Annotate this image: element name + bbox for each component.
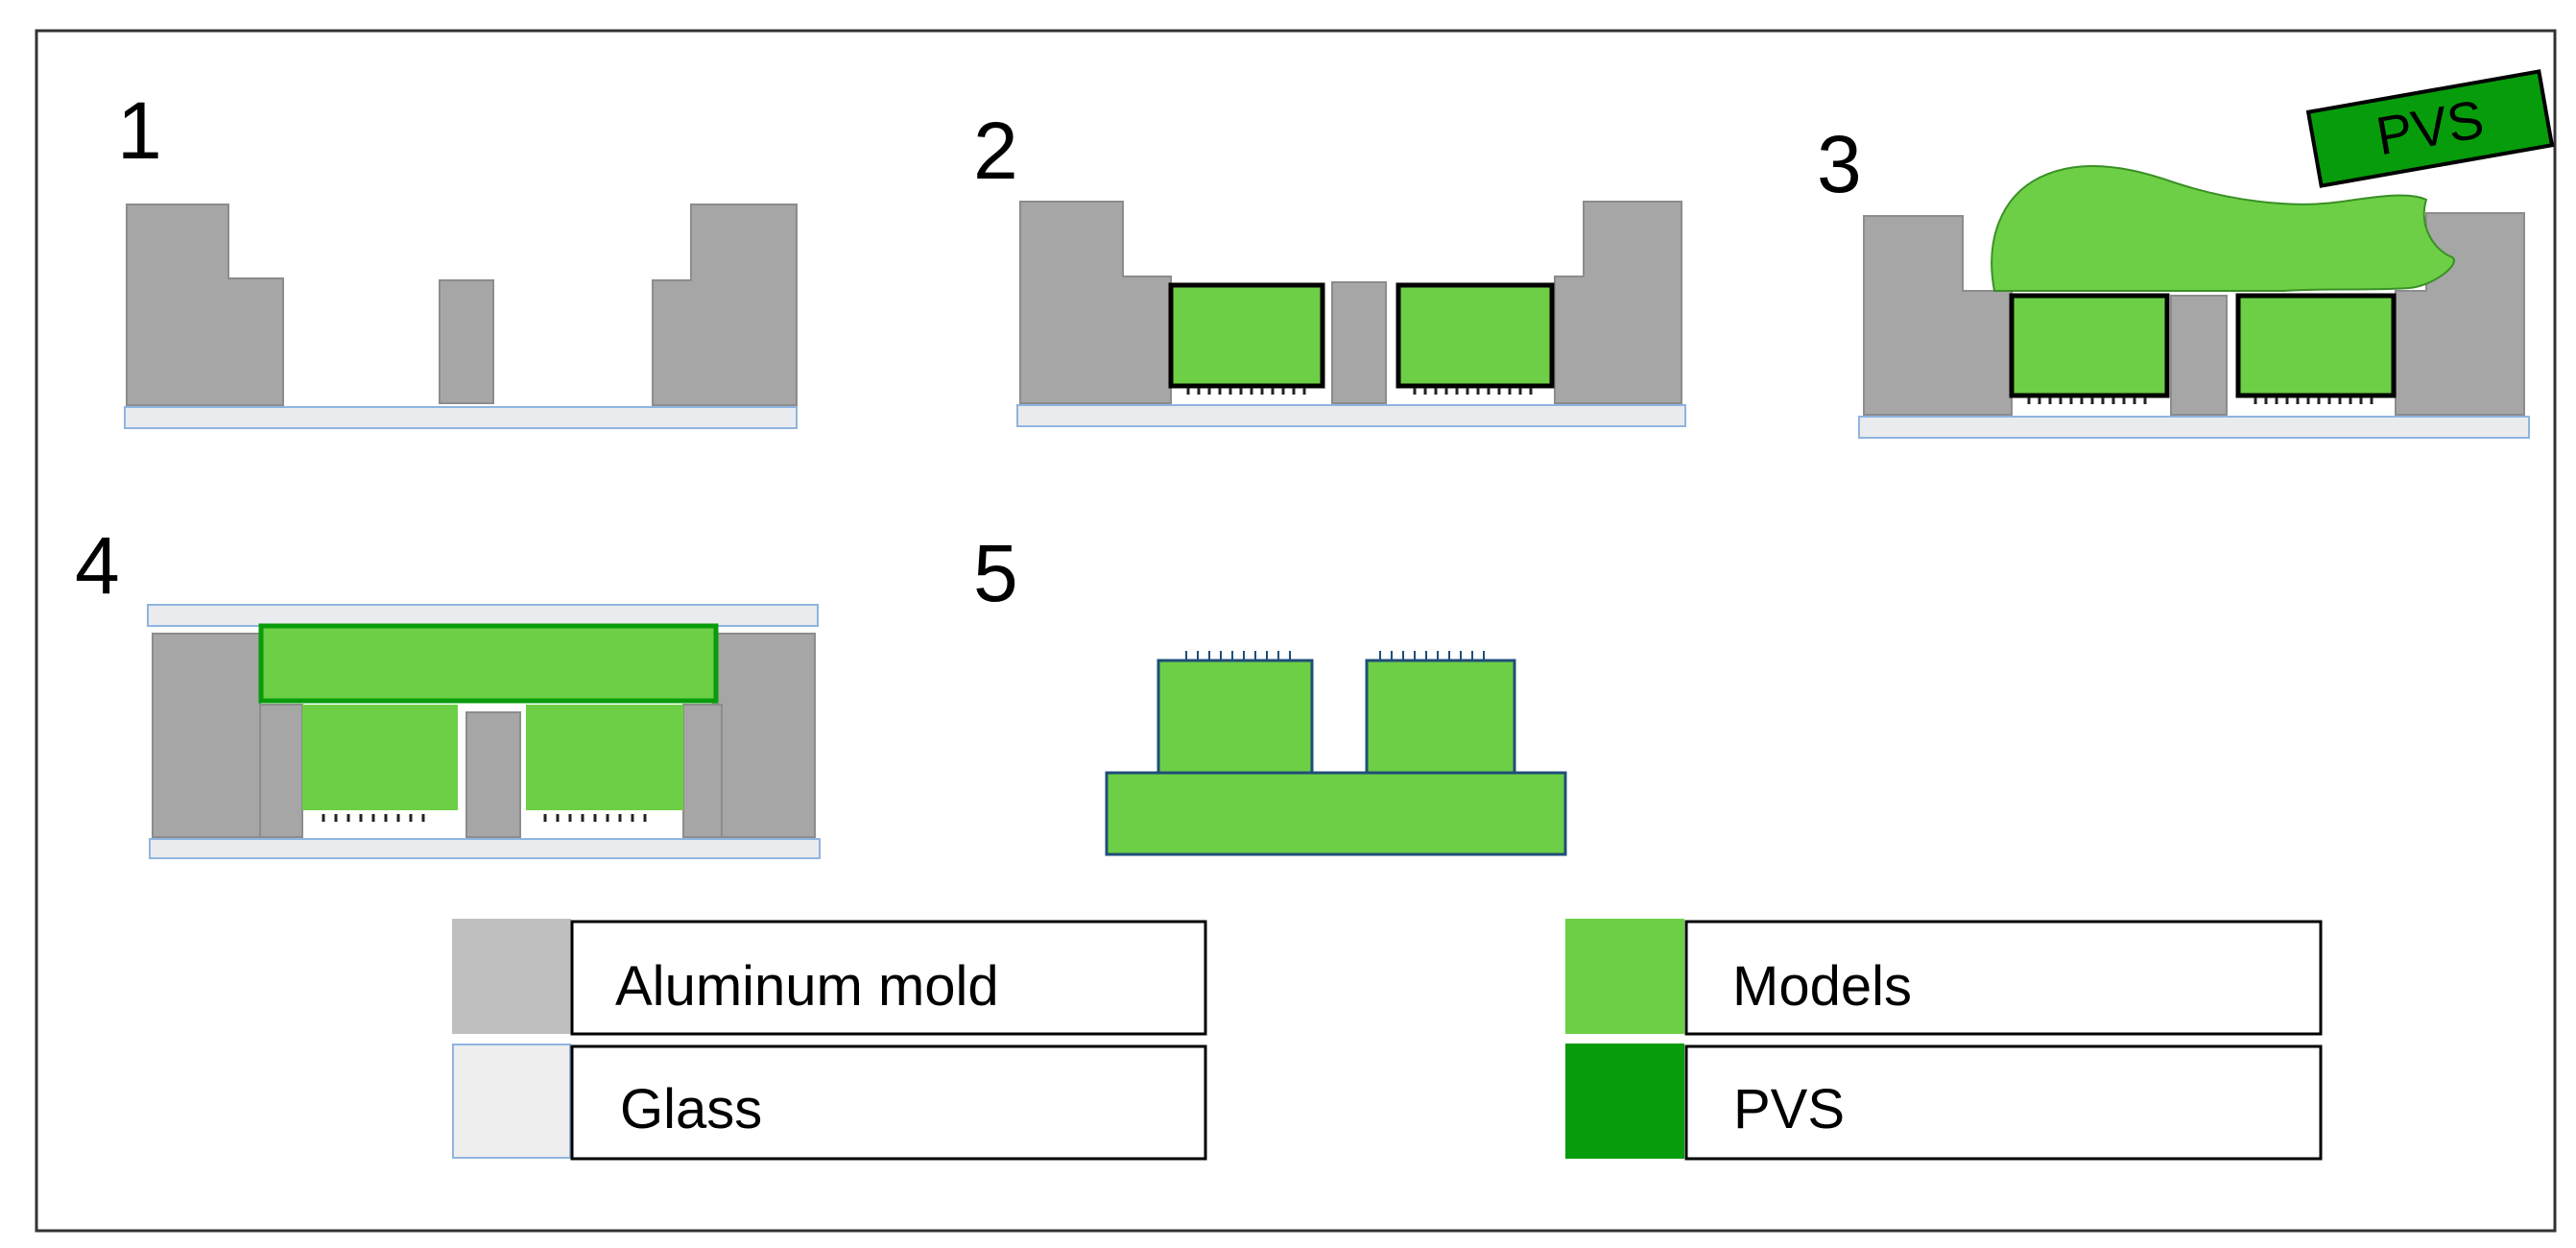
legend-label-box-aluminum-mold [570,920,1207,1036]
glass-plate [1858,416,2530,439]
aluminum-center-post [2170,295,2228,416]
step-number-1: 1 [117,85,162,176]
legend-label-box-pvs [1684,1044,2323,1161]
step-2: 2 [973,106,1686,427]
electrode-array-left [1186,388,1306,395]
glass-plate-bottom [149,838,821,859]
pvs-cast-layer [258,623,719,704]
step-3: 3 PVS [1817,69,2555,439]
aluminum-center-post [439,279,494,404]
aluminum-mold-left [1019,201,1172,404]
step-number-2: 2 [973,106,1018,196]
model-block-left [1168,282,1325,389]
legend-item-models: Models [1565,919,2323,1036]
electrode-array-right [543,814,647,822]
glass-plate-top [147,604,819,627]
aluminum-inner-left [259,704,303,838]
electrode-array-right [1413,388,1533,395]
legend-item-glass: Glass [452,1044,1207,1161]
model-block-right [526,705,683,810]
legend-item-aluminum-mold: Aluminum mold [452,919,1207,1036]
model-block-left [2009,293,2170,398]
aluminum-center-post [465,711,521,838]
pvs-dispenser: PVS [2305,69,2555,188]
pvs-pillar-right [1365,659,1516,775]
aluminum-mold-left [152,633,261,838]
electrode-array-right [2254,397,2373,404]
step-4: 4 [75,520,821,859]
aluminum-inner-right [682,704,723,838]
electrode-imprint-right [1379,651,1485,660]
legend-label-box-models [1684,920,2323,1036]
pvs-dispenser-body [2305,69,2555,188]
aluminum-mold-right [712,633,816,838]
step-number-3: 3 [1817,119,1862,209]
pvs-pillar-left [1157,659,1314,775]
glass-plate [1016,404,1686,427]
aluminum-center-post [1331,281,1387,404]
pvs-base [1105,771,1567,856]
model-block-left [302,705,458,810]
legend-label-pvs: PVS [1733,1078,1845,1140]
step-number-4: 4 [75,520,120,611]
legend-label-glass: Glass [620,1078,762,1140]
aluminum-mold-right [652,204,798,406]
legend-swatch-aluminum-mold [452,919,571,1034]
step-number-5: 5 [973,528,1018,618]
pvs-blob [1991,164,2455,292]
legend-label-models: Models [1732,955,1912,1018]
legend-swatch-models [1565,919,1684,1034]
legend: Aluminum mold Glass Models PVS [452,919,2323,1161]
aluminum-mold-right [1554,201,1682,404]
model-block-right [2235,293,2397,398]
model-block-right [1395,282,1555,389]
electrode-array-left [2027,397,2147,404]
step-5: 5 [973,528,1567,856]
electrode-array-left [322,814,425,822]
aluminum-mold-left [126,204,284,406]
legend-swatch-glass [452,1044,571,1159]
legend-label-aluminum-mold: Aluminum mold [615,955,999,1018]
legend-label-box-glass [570,1044,1207,1161]
glass-plate [124,406,798,429]
legend-item-pvs: PVS [1565,1044,2323,1161]
step-1: 1 [117,85,798,429]
electrode-imprint-left [1185,651,1291,660]
legend-swatch-pvs [1565,1044,1684,1159]
